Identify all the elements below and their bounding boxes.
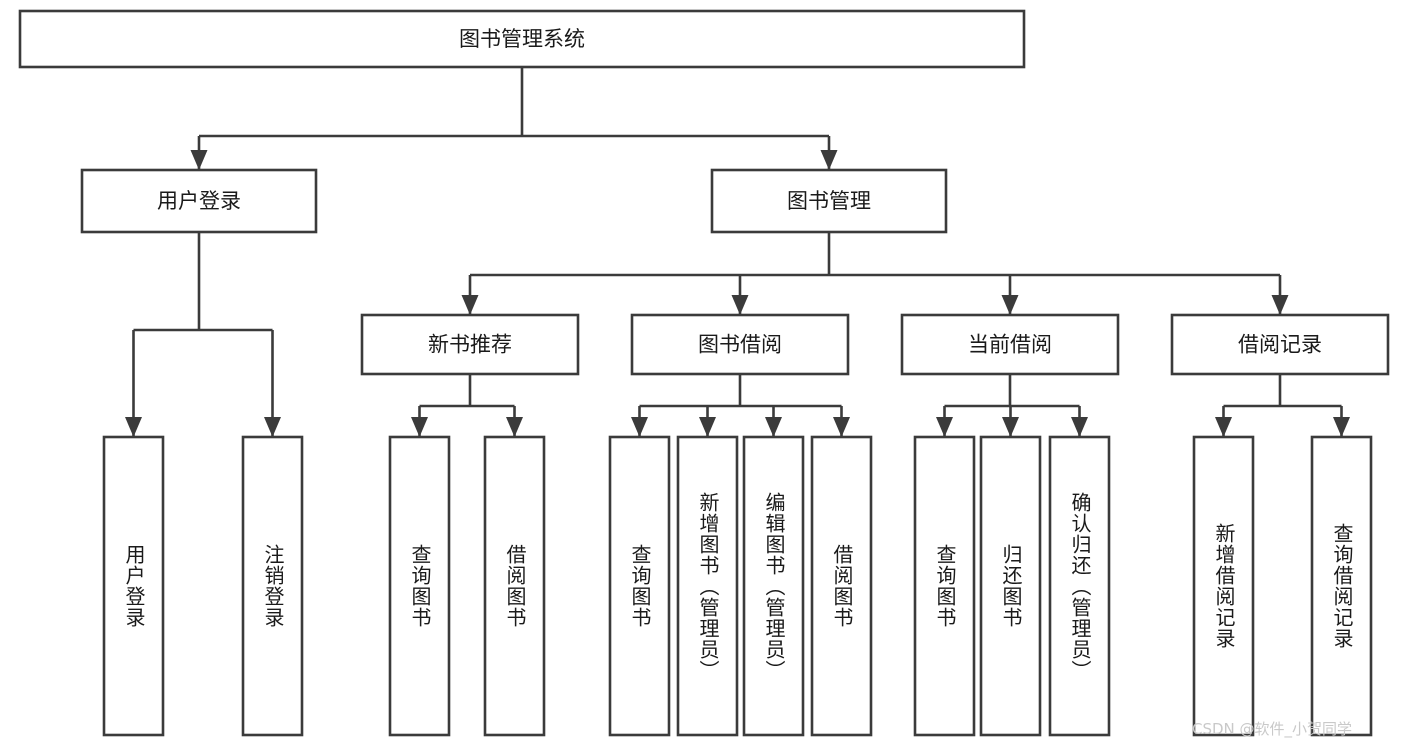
node-box-user-login[interactable] (80, 168, 318, 234)
arrow-head-icon (631, 417, 648, 437)
connector-lines (125, 67, 1350, 437)
arrow-head-icon (731, 295, 749, 315)
arrow-head-icon (699, 417, 716, 437)
arrow-head-icon (1333, 417, 1350, 437)
csdn-watermark: CSDN @软件_小贺同学 (1192, 720, 1353, 738)
node-label-user-login: 用户登录 (157, 189, 241, 213)
node-box-new-book-recommend[interactable] (360, 313, 580, 376)
arrow-head-icon (1071, 417, 1088, 437)
node-box-book-management[interactable] (710, 168, 948, 234)
node-box-leaf-query-borrow-record[interactable] (1310, 435, 1373, 737)
node-label-current-borrow: 当前借阅 (968, 333, 1052, 357)
arrow-head-icon (820, 150, 838, 170)
arrow-head-icon (1001, 295, 1019, 315)
node-label-book-borrow: 图书借阅 (698, 333, 782, 357)
node-box-leaf-query-book-recommend[interactable] (388, 435, 451, 737)
arrow-head-icon (765, 417, 782, 437)
node-label-book-management: 图书管理 (787, 189, 871, 213)
node-box-leaf-return-book[interactable] (979, 435, 1042, 737)
node-box-leaf-confirm-return-admin[interactable] (1048, 435, 1111, 737)
arrow-head-icon (461, 295, 479, 315)
arrow-head-icon (936, 417, 953, 437)
arrow-head-icon (1271, 295, 1289, 315)
node-box-leaf-query-book-current[interactable] (913, 435, 976, 737)
node-box-book-borrow[interactable] (630, 313, 850, 376)
node-box-leaf-logout-login[interactable] (241, 435, 304, 737)
arrow-head-icon (833, 417, 850, 437)
arrow-head-icon (1215, 417, 1232, 437)
arrow-head-icon (1002, 417, 1019, 437)
node-label-borrow-record: 借阅记录 (1238, 333, 1322, 357)
arrow-head-icon (264, 417, 281, 437)
arrow-head-icon (411, 417, 428, 437)
arrow-head-icon (190, 150, 208, 170)
node-box-leaf-borrow-book[interactable] (810, 435, 873, 737)
node-label-new-book-recommend: 新书推荐 (428, 333, 512, 357)
node-label-title: 图书管理系统 (459, 27, 585, 51)
node-box-borrow-record[interactable] (1170, 313, 1390, 376)
node-box-leaf-edit-book-admin[interactable] (742, 435, 805, 737)
node-box-leaf-add-borrow-record[interactable] (1192, 435, 1255, 737)
arrow-head-icon (506, 417, 523, 437)
arrow-head-icon (125, 417, 142, 437)
node-box-leaf-borrow-book-recommend[interactable] (483, 435, 546, 737)
node-box-leaf-add-book-admin[interactable] (676, 435, 739, 737)
node-boxes (18, 9, 1390, 737)
node-box-current-borrow[interactable] (900, 313, 1120, 376)
node-box-title[interactable] (18, 9, 1026, 69)
node-box-leaf-query-book-borrow[interactable] (608, 435, 671, 737)
node-box-leaf-user-login[interactable] (102, 435, 165, 737)
